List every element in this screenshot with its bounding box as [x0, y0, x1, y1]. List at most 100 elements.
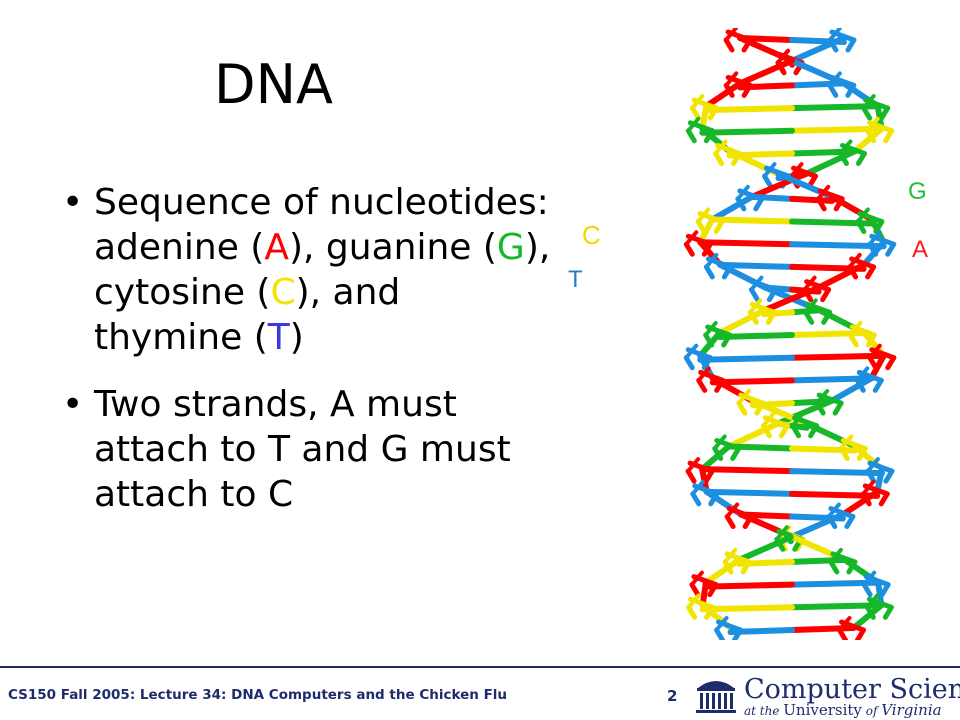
dna-stick	[741, 82, 753, 98]
rotunda-logo-icon	[696, 681, 736, 713]
dna-stick	[717, 261, 795, 270]
dna-stick	[697, 354, 795, 363]
label-g: G	[908, 178, 927, 205]
slide-title: DNA	[214, 53, 333, 116]
dna-stick	[684, 230, 699, 247]
dna-stick	[854, 627, 866, 640]
dna-stick	[845, 37, 857, 53]
dna-stick	[721, 332, 733, 348]
dna-stick	[761, 309, 795, 318]
bullet-marker: •	[62, 182, 84, 223]
label-c: C	[582, 220, 601, 250]
dna-stick	[882, 604, 894, 620]
dna-stick	[826, 502, 841, 519]
dna-stick	[713, 219, 725, 235]
dna-stick	[862, 570, 877, 587]
dna-stick	[696, 366, 711, 383]
dna-stick	[885, 241, 897, 257]
bullet-marker: •	[62, 384, 84, 425]
dna-stick	[707, 105, 719, 121]
dna-stick	[861, 479, 876, 496]
dna-stick	[789, 556, 848, 565]
dna-stick	[699, 127, 795, 136]
dna-stick	[690, 479, 705, 496]
footer-course-title: CS150 Fall 2005: Lecture 34: DNA Compute…	[8, 687, 508, 703]
dna-stick	[789, 35, 847, 64]
dna-stick	[707, 582, 719, 598]
dna-stick	[735, 184, 750, 201]
dna-stick	[684, 343, 699, 360]
dna-stick	[828, 375, 875, 405]
bullet-list: • Sequence of nucleotides: adenine (A), …	[62, 180, 552, 539]
dna-stick	[827, 71, 842, 88]
dna-stick	[816, 184, 831, 201]
dna-stick	[789, 445, 859, 454]
footer-divider	[0, 666, 960, 668]
dna-stick	[872, 377, 884, 393]
dna-stick	[883, 128, 895, 144]
dna-stick	[879, 105, 891, 121]
dna-stick	[736, 534, 794, 563]
dna-stick	[696, 207, 711, 224]
dna-stick	[803, 298, 818, 315]
bullet-text: )	[289, 317, 304, 358]
dna-stick	[879, 582, 891, 598]
dna-stick	[704, 252, 719, 269]
dna-stick	[699, 466, 795, 475]
letter-a: A	[264, 227, 289, 268]
dna-stick	[703, 321, 718, 337]
dna-stick	[709, 216, 795, 225]
dna-stick	[716, 307, 768, 336]
dna-stick	[749, 275, 764, 292]
dna-stick	[699, 443, 732, 473]
dna-stick	[716, 332, 795, 340]
dna-stick	[732, 627, 744, 640]
dna-stick	[686, 457, 701, 474]
brand-computer-science: Computer Science	[744, 674, 960, 705]
dna-stick	[815, 389, 830, 406]
dna-stick	[847, 252, 862, 269]
dna-stick	[838, 139, 853, 156]
dna-stick	[883, 468, 895, 484]
dna-stick	[703, 80, 744, 110]
bullet-text: ), cytosine (	[94, 227, 551, 313]
dna-stick	[865, 116, 880, 133]
dna-stick	[776, 48, 791, 65]
dna-stick	[697, 239, 795, 248]
dna-stick	[709, 377, 795, 386]
dna-stick	[820, 287, 832, 303]
dna-stick	[702, 581, 795, 590]
dna-stick	[789, 162, 804, 179]
dna-stick	[725, 420, 781, 450]
dna-stick	[709, 193, 755, 223]
dna-stick	[844, 514, 856, 530]
dna-stick	[737, 57, 796, 87]
dna-stick	[697, 330, 723, 359]
dna-stick	[839, 434, 854, 451]
dna-stick	[736, 389, 751, 406]
dna-stick	[703, 488, 795, 497]
bullet-nucleotides: • Sequence of nucleotides: adenine (A), …	[62, 180, 552, 360]
dna-stick	[867, 343, 882, 360]
dna-stick	[730, 445, 742, 461]
dna-stick	[828, 547, 843, 564]
dna-stick	[724, 28, 739, 42]
dna-stick	[855, 207, 870, 224]
dna-stick	[712, 434, 727, 451]
dna-stick	[690, 94, 705, 111]
dna-stick	[702, 556, 743, 586]
dna-stick	[748, 171, 809, 200]
dna-stick	[837, 616, 852, 632]
dna-stick	[761, 284, 822, 314]
dna-stick	[802, 148, 858, 178]
dna-stick	[762, 162, 777, 179]
dna-stick	[774, 525, 789, 542]
bullet-text: Sequence of nucleotides: adenine (	[94, 182, 549, 268]
dna-stick	[802, 275, 817, 292]
dna-stick	[867, 230, 882, 247]
dna-stick	[753, 196, 765, 212]
dna-stick	[703, 105, 795, 114]
label-t: T	[568, 266, 583, 293]
dna-stick	[861, 94, 876, 111]
bullet-text: ), guanine (	[288, 227, 497, 268]
